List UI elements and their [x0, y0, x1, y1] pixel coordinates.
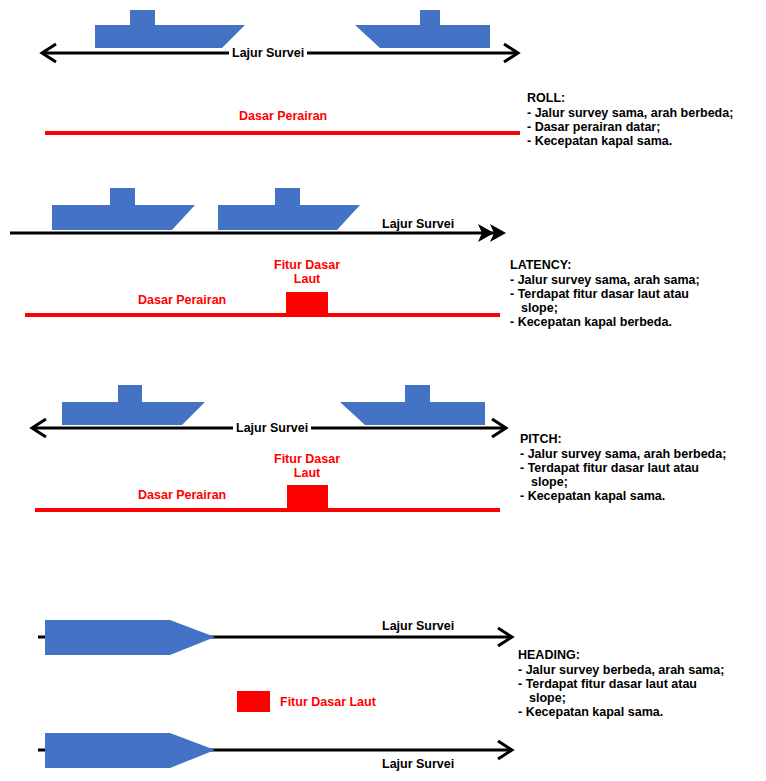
mode-heading: HEADING:: [518, 648, 733, 662]
survey-line-label: Lajur Survei: [233, 421, 311, 435]
feature-label: Fitur Dasar Laut: [262, 452, 352, 480]
survey-line-label: Lajur Survei: [382, 757, 454, 771]
arrow-head: [490, 224, 506, 242]
ship-plan: [45, 733, 215, 768]
ship-side: [95, 10, 245, 48]
arrow-head: [498, 741, 512, 759]
latency-panel: [10, 188, 506, 317]
mode-condition: - Terdapat fitur dasar laut atau slope;: [518, 677, 733, 705]
seabed-feature: [287, 485, 328, 509]
arrow-head: [492, 419, 506, 437]
seabed-line: [45, 131, 520, 135]
mode-condition: - Terdapat fitur dasar laut atau slope;: [510, 287, 725, 315]
ship-plan: [45, 620, 215, 655]
survey-line-label: Lajur Survei: [379, 217, 457, 231]
mode-condition: - Terdapat fitur dasar laut atau slope;: [520, 461, 735, 489]
pitch-panel: [32, 385, 506, 512]
ship-side: [218, 188, 360, 230]
ship-side: [340, 385, 485, 425]
seabed-line: [25, 313, 500, 317]
mode-condition: - Kecepatan kapal sama.: [518, 705, 733, 719]
mode-condition: - Kecepatan kapal berbeda.: [510, 315, 725, 329]
arrow-head: [42, 44, 56, 62]
mode-heading: ROLL:: [527, 91, 742, 105]
seabed-label: Dasar Perairan: [138, 488, 226, 502]
arrow-head: [498, 628, 512, 646]
arrow-head: [32, 419, 46, 437]
mode-condition: - Jalur survey berbeda, arah sama;: [518, 663, 733, 677]
feature-label: Fitur Dasar Laut: [262, 258, 352, 286]
mode-condition: - Jalur survey sama, arah berbeda;: [527, 106, 742, 120]
mode-condition: - Kecepatan kapal sama.: [527, 134, 742, 148]
survey-line-label: Lajur Survei: [229, 46, 307, 60]
mode-heading: PITCH:: [520, 432, 735, 446]
feature-label: Fitur Dasar Laut: [280, 695, 376, 709]
mode-condition: - Jalur survey sama, arah sama;: [510, 273, 725, 287]
arrow-head: [504, 44, 518, 62]
seabed-label: Dasar Perairan: [239, 109, 327, 123]
mode-condition: - Dasar perairan datar;: [527, 120, 742, 134]
seabed-feature: [237, 691, 270, 712]
seabed-feature: [286, 292, 328, 314]
ship-side: [52, 188, 195, 230]
seabed-line: [35, 508, 500, 512]
survey-line: [10, 232, 500, 235]
ship-side: [355, 10, 490, 48]
ship-side: [62, 385, 205, 425]
mode-condition: - Jalur survey sama, arah berbeda;: [520, 447, 735, 461]
seabed-label: Dasar Perairan: [138, 293, 226, 307]
roll-panel: [42, 10, 520, 135]
mode-condition: - Kecepatan kapal sama.: [520, 489, 735, 503]
mode-heading: LATENCY:: [510, 258, 725, 272]
survey-line-label: Lajur Survei: [382, 619, 454, 633]
heading-panel: [38, 620, 512, 768]
